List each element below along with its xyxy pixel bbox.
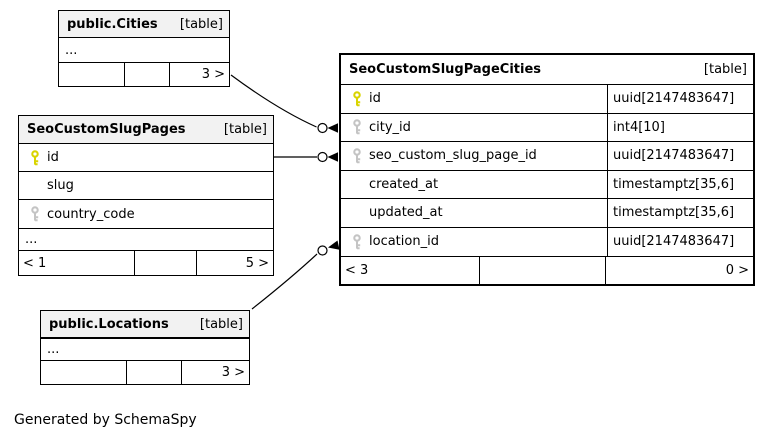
edge-arrowhead xyxy=(327,152,338,162)
column-type: uuid[2147483647] xyxy=(607,142,753,170)
table-tag: [table] xyxy=(703,62,747,77)
column-row-location_id[interactable]: location_id uuid[2147483647] xyxy=(341,227,753,256)
table-footer: < 1 5 > xyxy=(19,250,273,275)
table-title: public.Locations xyxy=(49,316,169,332)
generated-by-caption: Generated by SchemaSpy xyxy=(14,412,197,428)
foreign-key-icon xyxy=(349,147,365,164)
footer-cell-count: 0 > xyxy=(725,263,749,278)
ellipsis-row: ... xyxy=(41,338,249,360)
footer-cell-count: 3 > xyxy=(201,67,225,82)
edge-arrowhead xyxy=(328,240,340,250)
foreign-key-icon xyxy=(349,119,365,135)
column-row-created_at[interactable]: created_at timestamptz[35,6] xyxy=(341,170,753,199)
edge-endpoint-circle xyxy=(317,245,328,256)
table-tag: [table] xyxy=(223,122,267,137)
edge-locations-to-location-id xyxy=(251,240,340,310)
footer-cell-count: < 3 xyxy=(341,257,480,284)
footer-cell xyxy=(127,361,182,384)
footer-cell xyxy=(59,63,125,86)
table-footer: 3 > xyxy=(59,62,229,86)
footer-cell-count: 3 > xyxy=(221,365,245,380)
edge-endpoint-circle xyxy=(317,151,328,163)
table-seo-custom-slug-pages[interactable]: SeoCustomSlugPages [table] id slug country… xyxy=(18,115,274,276)
column-row-seo_custom_slug_page_id[interactable]: seo_custom_slug_page_id uuid[2147483647] xyxy=(341,142,753,171)
footer-cell-count: 5 > xyxy=(245,255,269,271)
table-title: public.Cities xyxy=(67,16,158,32)
column-name: id xyxy=(47,150,59,165)
column-row-city_id[interactable]: city_id int4[10] xyxy=(341,113,753,142)
footer-cell xyxy=(135,251,197,275)
column-name: updated_at xyxy=(369,205,443,221)
table-footer: 3 > xyxy=(41,360,249,384)
column-row-updated_at[interactable]: updated_at timestamptz[35,6] xyxy=(341,199,753,228)
footer-cell xyxy=(480,257,606,284)
table-tag: [table] xyxy=(179,16,223,32)
table-title: SeoCustomSlugPageCities xyxy=(349,62,542,77)
column-row-country_code[interactable]: country_code xyxy=(19,200,273,228)
column-name: country_code xyxy=(47,206,135,222)
column-name: id xyxy=(369,91,381,107)
footer-cell xyxy=(41,361,127,384)
table-header[interactable]: public.Cities [table] xyxy=(59,11,229,38)
edge-arrowhead xyxy=(327,123,338,133)
column-name: seo_custom_slug_page_id xyxy=(369,148,537,164)
table-header[interactable]: SeoCustomSlugPageCities [table] xyxy=(341,55,753,85)
table-title: SeoCustomSlugPages xyxy=(27,122,186,137)
column-row-slug[interactable]: slug xyxy=(19,172,273,200)
edge-cities-to-city-id xyxy=(230,74,338,134)
foreign-key-icon xyxy=(349,233,365,250)
foreign-key-icon xyxy=(27,206,43,222)
table-header[interactable]: public.Locations [table] xyxy=(41,311,249,338)
column-name: created_at xyxy=(369,176,439,192)
table-header[interactable]: SeoCustomSlugPages [table] xyxy=(19,116,273,144)
column-type: uuid[2147483647] xyxy=(607,85,753,113)
ellipsis-row: ... xyxy=(65,42,78,58)
column-name: city_id xyxy=(369,119,411,135)
table-tag: [table] xyxy=(199,316,243,332)
column-name: slug xyxy=(47,178,74,193)
primary-key-icon xyxy=(27,149,43,166)
column-row-id[interactable]: id xyxy=(19,144,273,172)
primary-key-icon xyxy=(349,90,365,107)
table-public-locations[interactable]: public.Locations [table] ... 3 > xyxy=(40,310,250,385)
table-seo-custom-slug-page-cities[interactable]: SeoCustomSlugPageCities [table] id uuid[2… xyxy=(339,53,755,286)
column-type: uuid[2147483647] xyxy=(607,227,753,256)
footer-cell-count: < 1 xyxy=(19,251,135,275)
table-public-cities[interactable]: public.Cities [table] ... 3 > xyxy=(58,10,230,87)
column-name: location_id xyxy=(369,234,439,250)
column-type: timestamptz[35,6] xyxy=(607,170,753,198)
column-type: timestamptz[35,6] xyxy=(607,199,753,227)
column-type: int4[10] xyxy=(607,113,753,141)
table-footer: < 3 0 > xyxy=(341,256,753,284)
edge-endpoint-circle xyxy=(317,122,328,134)
ellipsis-row: ... xyxy=(19,228,273,250)
column-row-id[interactable]: id uuid[2147483647] xyxy=(341,85,753,114)
footer-cell xyxy=(125,63,170,86)
edge-slugpages-id-to-seo-custom-slug-page-id xyxy=(274,151,338,163)
